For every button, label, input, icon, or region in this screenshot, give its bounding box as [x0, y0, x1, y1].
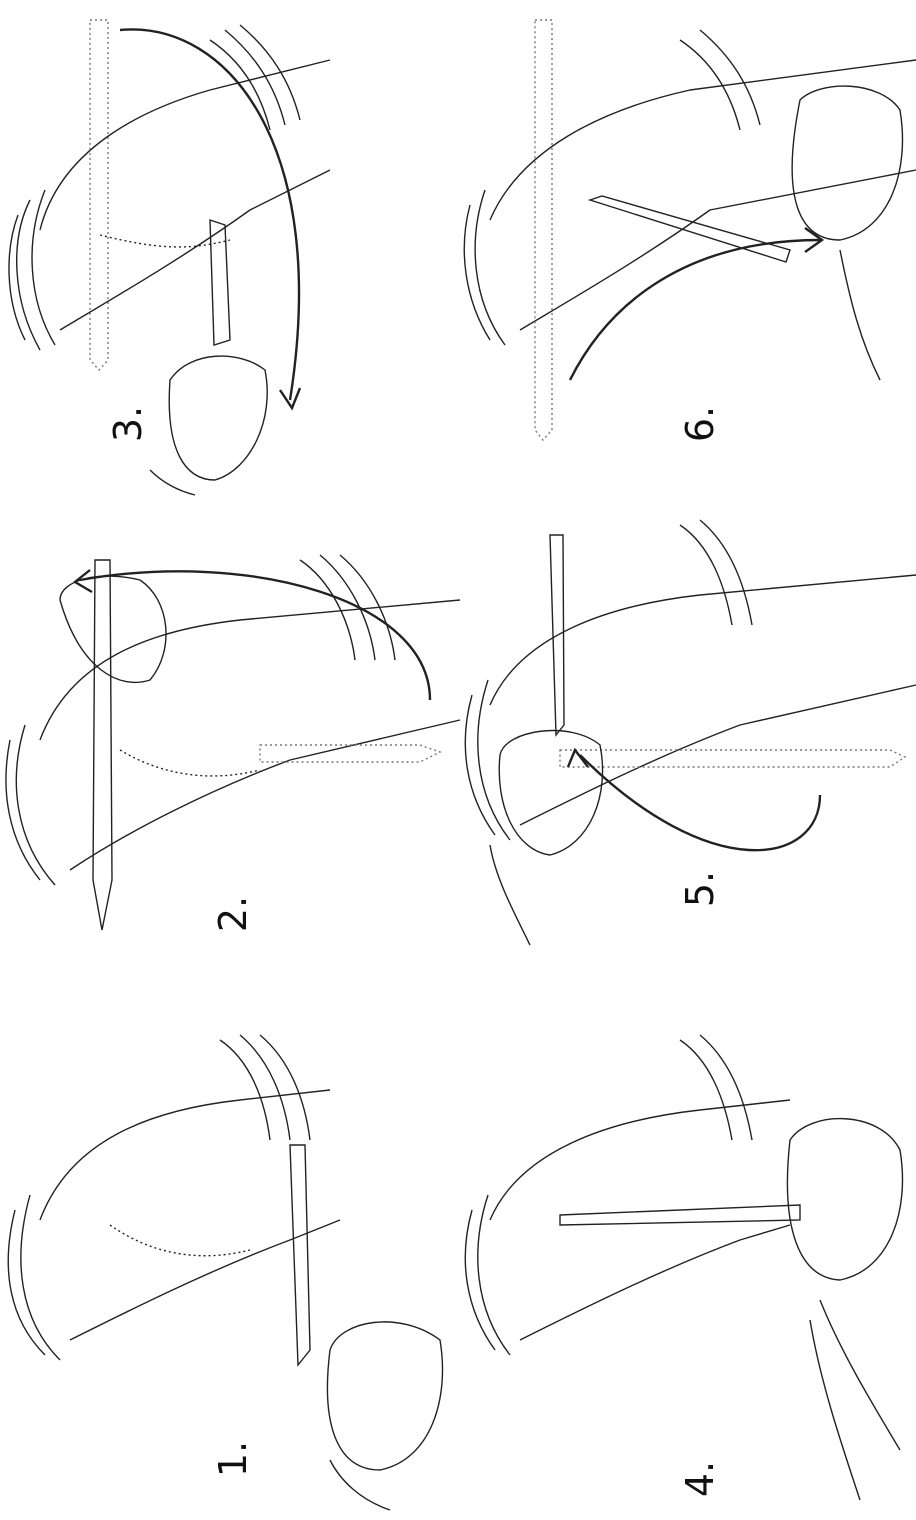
panel-1-label: 1.: [214, 1441, 252, 1477]
panel-4-illustration: [460, 1020, 916, 1516]
panel-1: 1.: [0, 1020, 460, 1516]
panel-5-label: 5.: [681, 871, 719, 907]
panel-3-label: 3.: [109, 406, 147, 442]
panel-4-label: 4.: [681, 1461, 719, 1497]
panel-5: 5.: [460, 505, 916, 970]
panel-6: 6.: [460, 0, 916, 505]
panel-4: 4.: [460, 1020, 916, 1516]
panel-2: 2.: [0, 540, 460, 960]
panel-2-label: 2.: [214, 896, 252, 932]
panel-6-label: 6.: [681, 406, 719, 442]
panel-3-illustration: [0, 0, 320, 505]
panel-3: 3.: [0, 0, 320, 505]
